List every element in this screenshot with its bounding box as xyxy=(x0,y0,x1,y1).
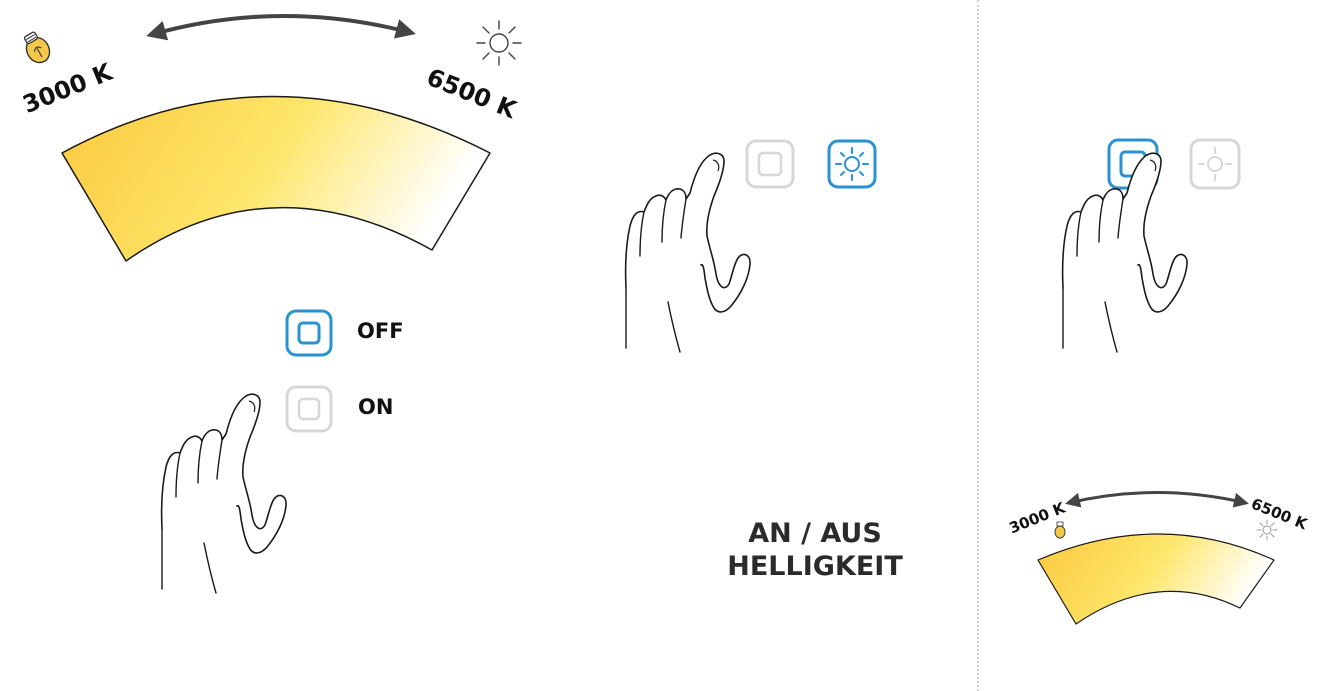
pressing-hand-left xyxy=(104,393,304,603)
caption-brightness: HELLIGKEIT xyxy=(690,550,940,583)
off-button[interactable] xyxy=(284,308,334,358)
pressing-hand-middle xyxy=(568,152,768,382)
pressing-hand-right xyxy=(1004,152,1204,382)
on-label: ON xyxy=(358,395,393,419)
caption: AN / AUS HELLIGKEIT xyxy=(690,517,940,583)
mini-sun-icon xyxy=(1256,519,1278,541)
light-bulb-icon xyxy=(18,28,58,72)
mini-temperature-gradient-band xyxy=(1030,520,1290,640)
mini-light-bulb-icon xyxy=(1052,520,1068,540)
panel-divider xyxy=(977,0,979,691)
sun-icon xyxy=(474,18,524,68)
mini-temperature-arrow xyxy=(1040,480,1280,520)
caption-on-off: AN / AUS xyxy=(690,517,940,550)
middle-sun-button[interactable] xyxy=(826,138,878,190)
off-label: OFF xyxy=(357,319,404,343)
